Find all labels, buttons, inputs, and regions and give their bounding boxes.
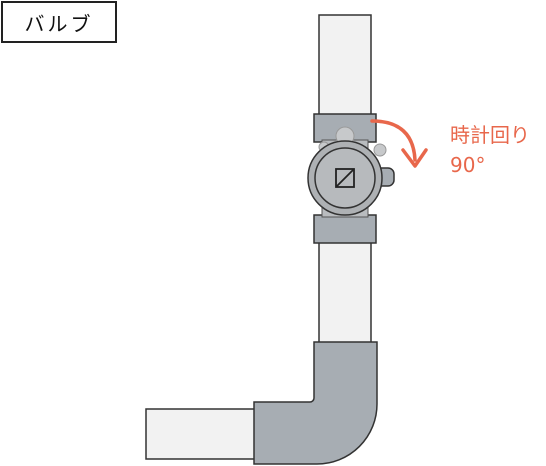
instruction-direction: 時計回り xyxy=(450,123,530,147)
pipe-lower xyxy=(318,241,372,347)
lower-flange xyxy=(313,214,377,244)
title-label: バルブ xyxy=(1,1,117,43)
elbow-fitting xyxy=(253,341,378,465)
rotation-instruction: 時計回り 90° xyxy=(450,120,530,180)
pipe-upper xyxy=(318,14,372,118)
pipe-horizontal xyxy=(145,408,259,460)
instruction-angle: 90° xyxy=(450,153,486,177)
square-with-diagonal-icon[interactable] xyxy=(335,168,355,188)
curved-arrow-clockwise-icon xyxy=(370,119,428,168)
